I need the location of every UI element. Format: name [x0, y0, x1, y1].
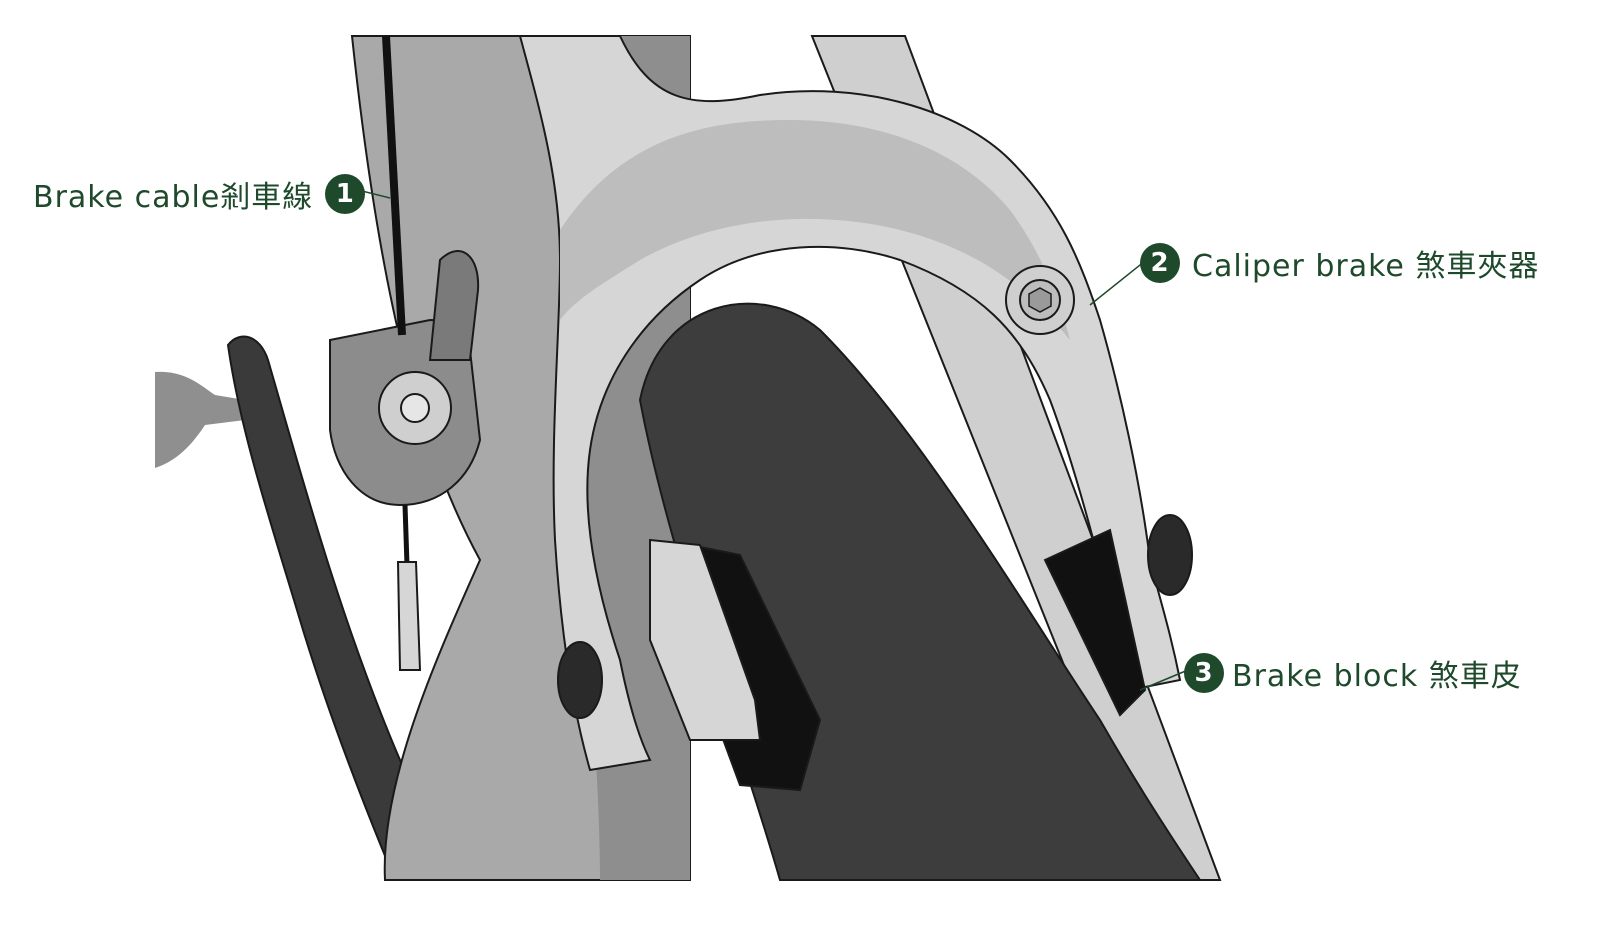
brake-block-right: [1043, 528, 1147, 717]
callout-label: Brake block 煞車皮: [1232, 659, 1522, 694]
callout-number-badge: 2: [1140, 243, 1180, 283]
callout-label: Caliper brake 煞車夾器: [1192, 249, 1540, 284]
brake-lever-shape: [155, 371, 245, 468]
cable-end-cap: [396, 561, 422, 671]
callout-brake-cable: Brake cable剎車線 1: [33, 172, 366, 216]
leader-line-3: [1139, 669, 1189, 691]
callout-label: Brake cable剎車線: [33, 180, 314, 215]
adjuster-nut-right: [1147, 514, 1193, 596]
quick-release-lever: [428, 250, 480, 361]
callout-caliper-brake: 2 Caliper brake 煞車夾器: [1140, 241, 1539, 285]
brake-shoe-left: [649, 538, 762, 741]
leader-line-2: [1089, 260, 1146, 306]
callout-number-badge: 1: [325, 174, 366, 214]
callout-brake-block: 3 Brake block 煞車皮: [1184, 651, 1522, 695]
adjuster-nut-left: [557, 641, 603, 719]
cable-tail: [402, 504, 410, 566]
caliper-arch-shading: [560, 120, 1070, 340]
callout-number-badge: 3: [1184, 653, 1224, 693]
brake-cable: [382, 35, 406, 336]
